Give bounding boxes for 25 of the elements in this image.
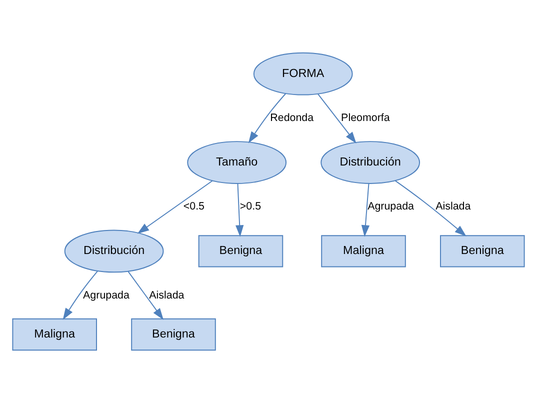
arrow — [128, 270, 164, 320]
edge-label: Aislada — [149, 288, 184, 301]
node-box: Maligna — [12, 318, 97, 350]
arrow — [137, 180, 213, 234]
edge-label: Agrupada — [83, 288, 130, 301]
edge-label: Redonda — [270, 111, 314, 124]
edge-label: <0.5 — [183, 200, 205, 212]
edge-label: Aislada — [436, 200, 471, 212]
node-box: Benigna — [131, 318, 216, 350]
node-ellipse: FORMA — [253, 52, 353, 95]
edge-label: >0.5 — [240, 200, 262, 212]
node-ellipse: Distribución — [320, 140, 420, 184]
arrow — [248, 92, 286, 143]
arrow — [318, 93, 356, 144]
edge-label: Agrupada — [368, 200, 414, 212]
node-ellipse: Distribución — [64, 229, 164, 272]
arrow — [361, 182, 370, 236]
edge-label: Pleomorfa — [341, 111, 390, 124]
node-box: Maligna — [321, 234, 406, 267]
arrow — [394, 180, 466, 236]
arrow — [236, 182, 244, 236]
node-box: Benigna — [440, 234, 525, 267]
arrow — [62, 270, 98, 320]
node-ellipse: Tamaño — [187, 140, 287, 184]
node-box: Benigna — [198, 234, 284, 267]
